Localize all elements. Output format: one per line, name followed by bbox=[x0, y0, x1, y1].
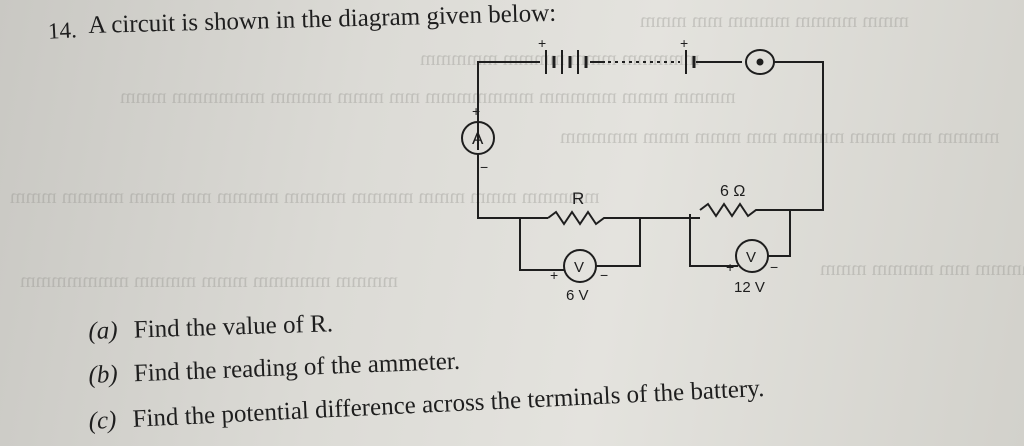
resistor-6-ohm-label: 6 Ω bbox=[720, 183, 745, 200]
single-cell bbox=[685, 50, 696, 74]
resistor-R bbox=[547, 210, 640, 226]
battery-cells bbox=[545, 50, 588, 74]
voltmeter-left-symbol: V bbox=[574, 259, 584, 276]
voltmeter-right-reading: 12 V bbox=[734, 279, 765, 296]
ammeter-plus: + bbox=[472, 103, 480, 119]
voltmeter-left-plus: + bbox=[550, 267, 558, 283]
voltmeter-right-symbol: V bbox=[746, 249, 756, 266]
voltmeter-left-minus: − bbox=[600, 267, 608, 283]
resistor-6-ohm bbox=[699, 202, 770, 218]
voltmeter-left-reading: 6 V bbox=[566, 287, 589, 304]
wire-left-lower bbox=[477, 154, 548, 219]
ammeter-minus: − bbox=[480, 159, 488, 175]
cell-plus-sign: + bbox=[680, 35, 688, 51]
wire-vm-right bbox=[689, 214, 738, 267]
wire-right bbox=[770, 61, 824, 211]
sub-question-text: Find the value of R. bbox=[133, 310, 334, 344]
sub-question-label: (c) bbox=[88, 406, 118, 435]
voltmeter-right-plus: + bbox=[726, 259, 734, 275]
battery-plus-sign: + bbox=[538, 35, 546, 51]
sub-question-label: (b) bbox=[88, 360, 119, 389]
sub-question-label: (a) bbox=[88, 317, 118, 345]
ammeter-symbol: A bbox=[472, 129, 484, 148]
wire-vm-left bbox=[519, 218, 564, 271]
voltmeter-right-minus: − bbox=[770, 259, 778, 275]
resistor-R-label: R bbox=[572, 189, 584, 208]
wire-top-left bbox=[477, 61, 540, 150]
